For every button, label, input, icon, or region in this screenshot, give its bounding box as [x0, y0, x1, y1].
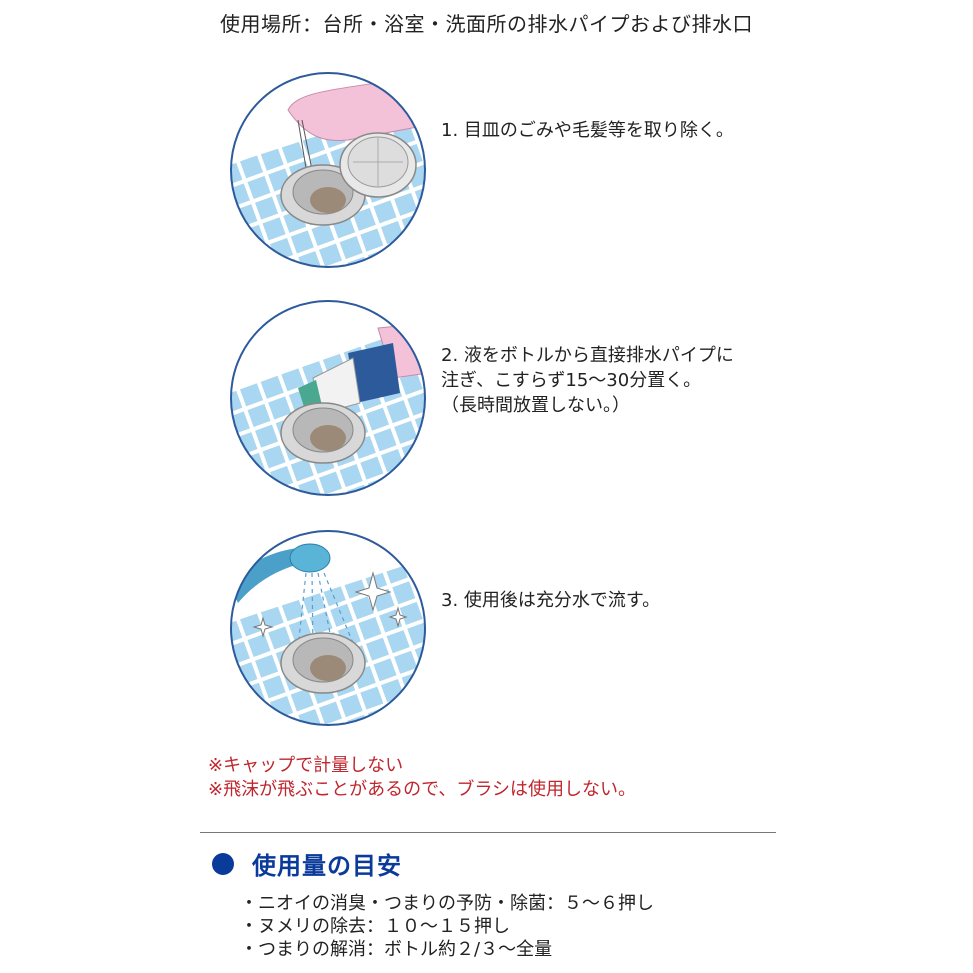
step3-text: 3. 使用後は充分水で流す。 [441, 590, 661, 611]
section-divider [200, 832, 776, 833]
step1-text: 1. 目皿のごみや毛髪等を取り除く。 [441, 120, 734, 141]
warning-cap: ※キャップで計量しない [208, 755, 404, 776]
usage-list: ・ニオイの消臭・つまりの予防・除菌：５〜６押し ・ヌメリの除去：１０〜１５押し … [240, 892, 654, 961]
step3-illustration [230, 530, 426, 726]
usage-section-title: 使用量の目安 [252, 852, 402, 880]
usage-item: ・ヌメリの除去：１０〜１５押し [240, 916, 510, 937]
usage-item: ・つまりの解消：ボトル約２/３〜全量 [240, 939, 553, 960]
step2-illustration [230, 300, 426, 496]
step2-text: 2. 液をボトルから直接排水パイプに 注ぎ、こすらず15〜30分置く。 （長時間… [441, 345, 734, 416]
step1-illustration [230, 72, 426, 268]
usage-item: ・ニオイの消臭・つまりの予防・除菌：５〜６押し [240, 893, 654, 914]
usage-location-title: 使用場所：台所・浴室・洗面所の排水パイプおよび排水口 [220, 12, 753, 36]
bullet-dot-icon [212, 852, 234, 875]
warning-brush: ※飛沫が飛ぶことがあるので、ブラシは使用しない。 [208, 779, 636, 800]
usage-section-header: 使用量の目安 [212, 846, 402, 881]
